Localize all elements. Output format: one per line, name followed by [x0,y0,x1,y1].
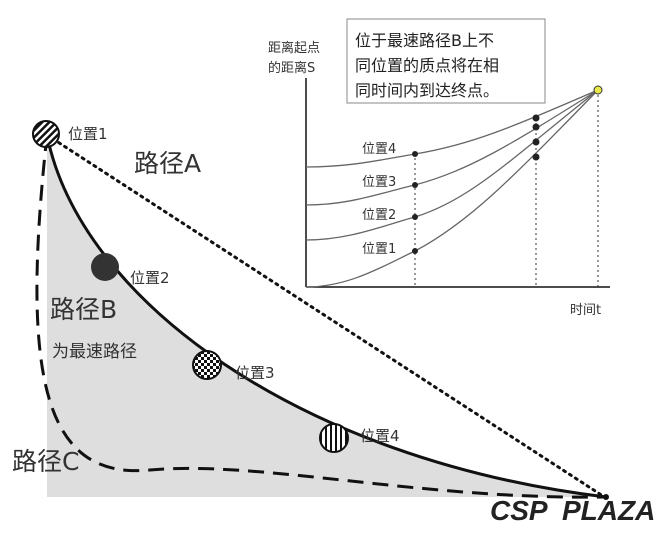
note-box [346,18,546,104]
note-line-2: 同位置的质点将在相 [355,56,499,75]
ball-position-3 [192,350,222,380]
marker-pos3-t1 [412,182,418,188]
marker-pos1-t1 [412,248,418,254]
marker-pos1-t2 [532,153,540,161]
path-a-line [45,133,608,500]
path-b-curve [45,134,607,499]
watermark-csp: CSP [490,495,548,526]
inset-ylabel-line1: 距离起点 [268,40,320,56]
marker-pos2-t2 [532,138,540,146]
ball-position-4 [319,423,349,453]
marker-pos4-t1 [412,151,418,157]
watermark-logo: CSP PLAZA [490,495,655,526]
note-line-1: 位于最速路径B上不 [355,31,494,50]
marker-pos2-t1 [412,214,418,220]
curve-position-3 [305,89,599,206]
inset-xlabel: 时间t [570,303,601,318]
ball-4-label: 位置4 [360,427,400,445]
start-label: 位置1 [68,125,108,143]
curve-label-3: 位置3 [362,175,396,190]
path-c-curve [35,134,607,499]
watermark-plaza: PLAZA [562,495,655,526]
curve-position-1 [305,89,599,288]
marker-pos4-t2 [532,114,540,122]
ball-position-2 [91,253,119,281]
path-b-note: 为最速路径 [52,342,137,362]
curve-label-1: 位置1 [362,242,396,257]
path-b-label: 路径B [50,295,117,324]
marker-pos3-t2 [532,123,540,131]
curve-label-4: 位置4 [362,142,396,157]
ball-3-label: 位置3 [235,364,275,382]
curve-position-2 [305,89,599,241]
marker-end [593,85,603,95]
inset-ylabel-line2: 的距离S [268,60,315,76]
inset-chart: 位置4 位置3 位置2 位置1 距离起点 的距离S 时间t 位于最速路径B上不 … [268,18,610,318]
end-point [603,494,609,500]
ball-position-1 [32,120,60,148]
shaded-region [47,135,605,497]
curve-label-2: 位置2 [362,208,396,223]
ball-2-label: 位置2 [130,269,170,287]
note-line-3: 同时间内到达终点。 [355,81,499,100]
path-c-label: 路径C [12,447,79,476]
path-a-label: 路径A [134,149,201,178]
